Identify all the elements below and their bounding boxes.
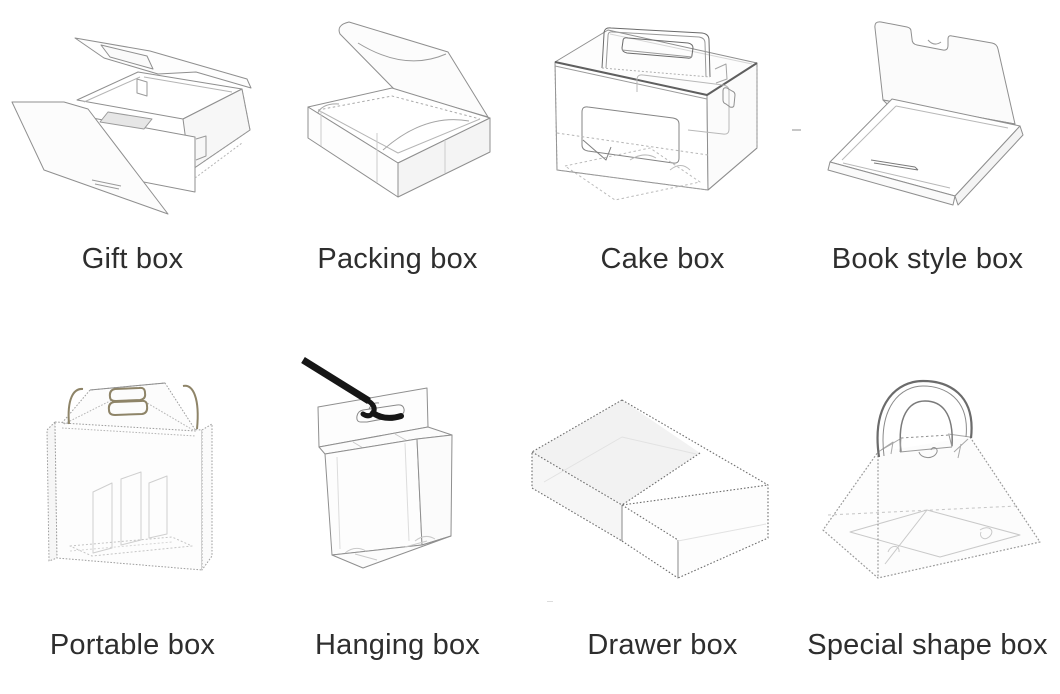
display-rod	[301, 357, 404, 421]
cake-box-illustration	[554, 27, 758, 201]
drawer-box-illustration	[531, 399, 769, 579]
caption-packing-box: Packing box	[317, 243, 478, 276]
figure-hanging-box: Hanging box	[265, 290, 530, 694]
figure-drawer-box: Drawer box	[530, 290, 795, 694]
stray-mark	[792, 129, 801, 131]
figure-gift-box: Gift box	[0, 0, 265, 290]
caption-cake-box: Cake box	[600, 243, 725, 276]
portable-box-illustration	[46, 382, 213, 571]
portable-box-handle	[67, 384, 199, 430]
bottle-dividers	[92, 471, 168, 554]
packing-box-illustration	[307, 21, 491, 198]
caption-book-style-box: Book style box	[831, 243, 1024, 276]
figure-book-style-box: Book style box	[795, 0, 1060, 290]
figure-packing-box: Packing box	[265, 0, 530, 290]
caption-special-shape-box: Special shape box	[807, 629, 1048, 661]
caption-hanging-box: Hanging box	[314, 629, 481, 661]
caption-drawer-box: Drawer box	[587, 629, 738, 661]
book-style-box-illustration	[827, 21, 1024, 206]
figure-cake-box: Cake box	[530, 0, 795, 290]
figure-portable-box: Portable box	[0, 290, 265, 694]
hanging-box-illustration	[301, 357, 453, 569]
stray-mark	[547, 601, 553, 602]
special-shape-box-illustration	[822, 379, 1041, 579]
caption-portable-box: Portable box	[49, 629, 216, 661]
gift-box-illustration	[11, 37, 252, 215]
figure-special-shape-box: Special shape box	[795, 290, 1060, 694]
caption-gift-box: Gift box	[81, 243, 184, 276]
cake-box-handle	[601, 27, 711, 78]
round-handle	[876, 379, 973, 458]
